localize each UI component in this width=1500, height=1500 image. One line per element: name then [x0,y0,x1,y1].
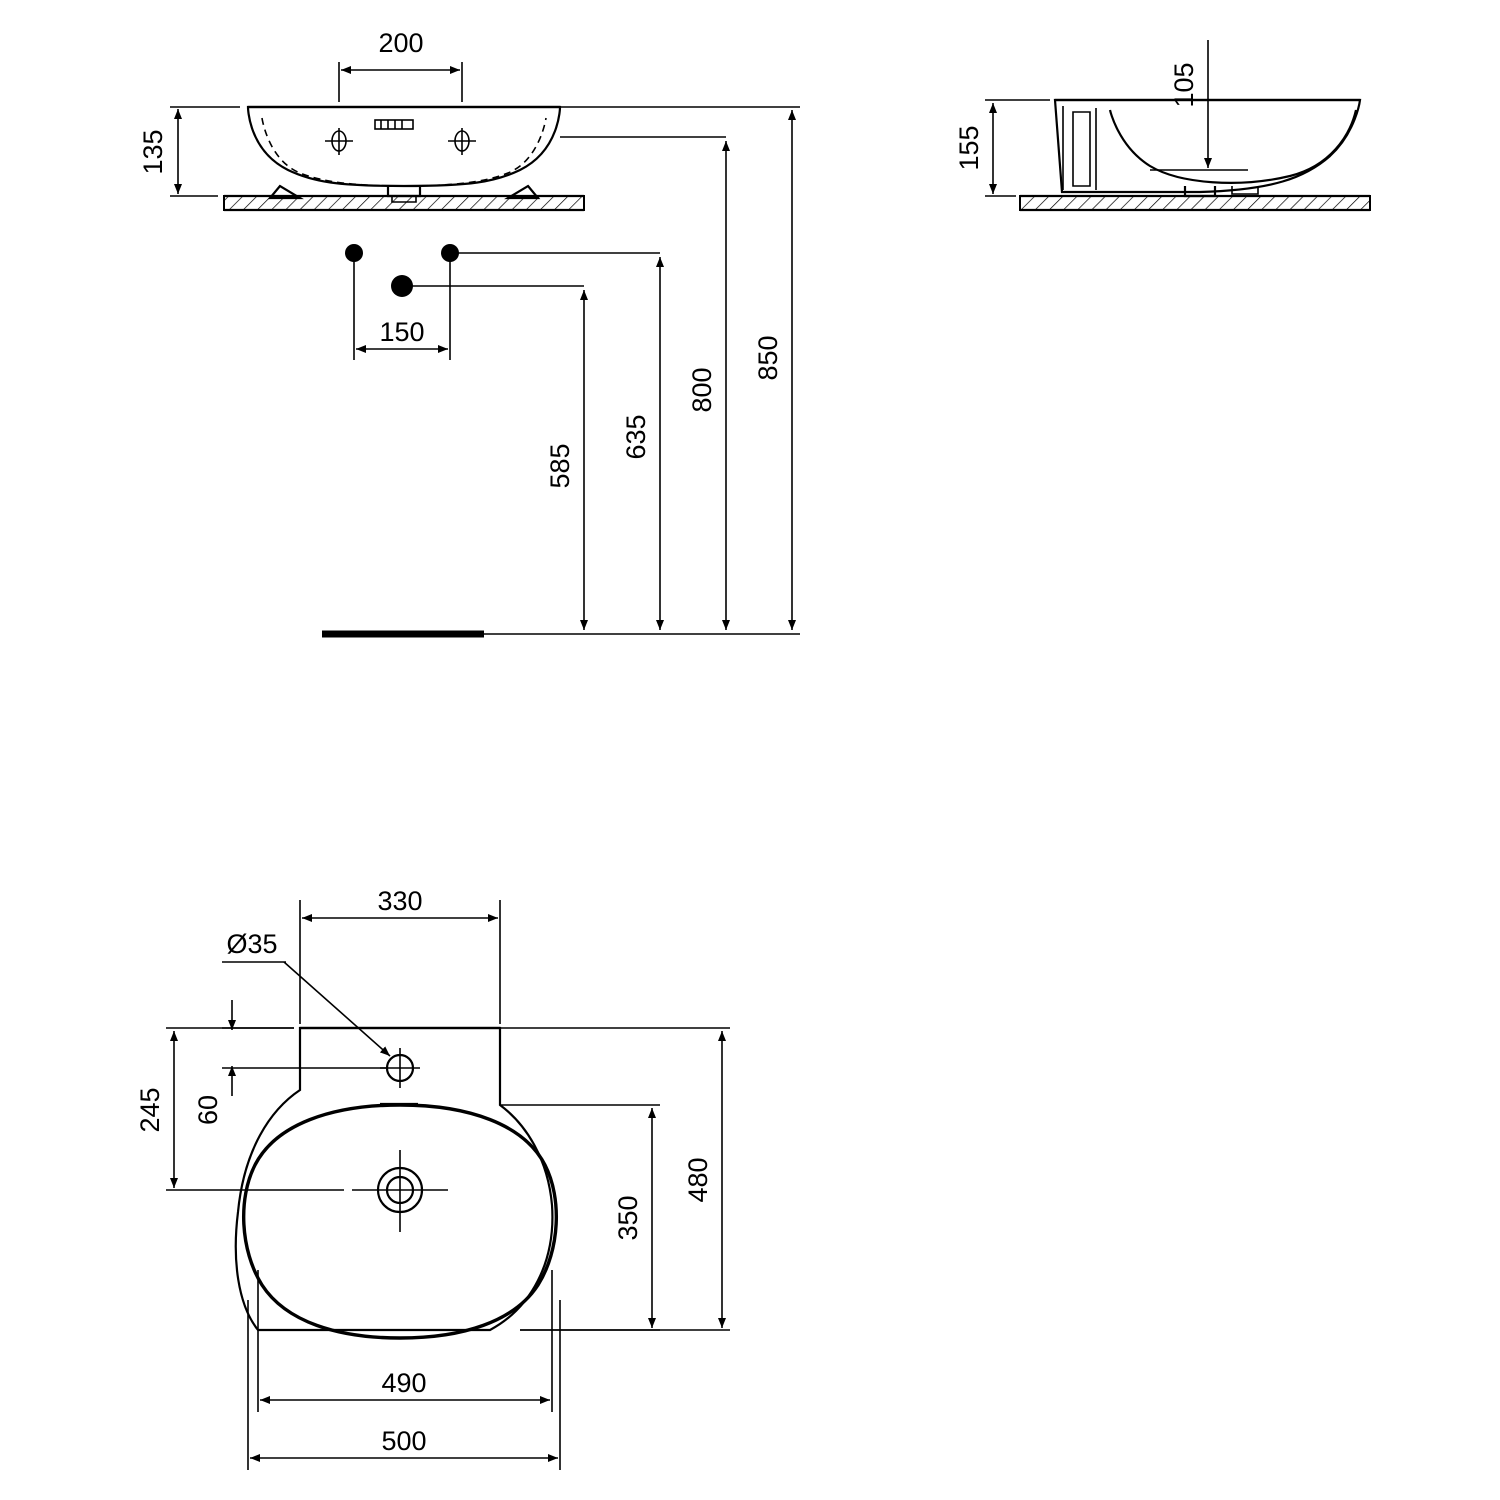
dimension-200: 200 [338,28,463,102]
dimension-155: 155 [954,99,1050,197]
dim-label-350: 350 [613,1195,643,1240]
dim-label-245: 245 [135,1087,165,1132]
dimension-585: 585 [402,285,588,630]
dim-label-585: 585 [545,443,575,488]
dim-label-155: 155 [954,125,984,170]
dimension-480: 480 [500,1027,730,1331]
dimension-635: 635 [450,252,664,630]
dimension-245: 245 [135,1027,344,1191]
dim-label-200: 200 [378,28,423,58]
taphole-plan [380,1048,420,1088]
dimension-150: 150 [353,258,451,360]
dimension-850: 850 [560,106,800,630]
dimension-105: 105 [1150,40,1248,171]
dimension-800: 800 [560,136,730,630]
dim-label-60: 60 [193,1095,223,1125]
dim-label-480: 480 [683,1157,713,1202]
waste-hole-plan [352,1150,448,1232]
dimension-330: 330 [299,886,501,1024]
dim-label-500: 500 [381,1426,426,1456]
dim-label-150: 150 [379,317,424,347]
dim-label-800: 800 [687,367,717,412]
taphole-crosshair-right [448,128,476,155]
dimension-490: 490 [257,1270,553,1412]
side-elevation-view: 105 155 [954,40,1371,212]
dim-label-105: 105 [1169,62,1199,107]
plan-top-view: Ø35 330 60 245 [135,886,730,1470]
dimension-diameter-35: Ø35 [222,929,391,1057]
dim-label-330: 330 [377,886,422,916]
dimension-135: 135 [138,106,240,197]
taphole-dot-left [345,244,363,262]
dim-label-490: 490 [381,1368,426,1398]
taphole-crosshair-left [325,128,353,155]
dim-label-135: 135 [138,129,168,174]
front-elevation-view: 200 135 150 [138,28,800,638]
dim-label-diameter-35: Ø35 [226,929,277,959]
dimension-500: 500 [247,1300,561,1470]
dim-label-850: 850 [753,335,783,380]
dim-label-635: 635 [621,414,651,459]
